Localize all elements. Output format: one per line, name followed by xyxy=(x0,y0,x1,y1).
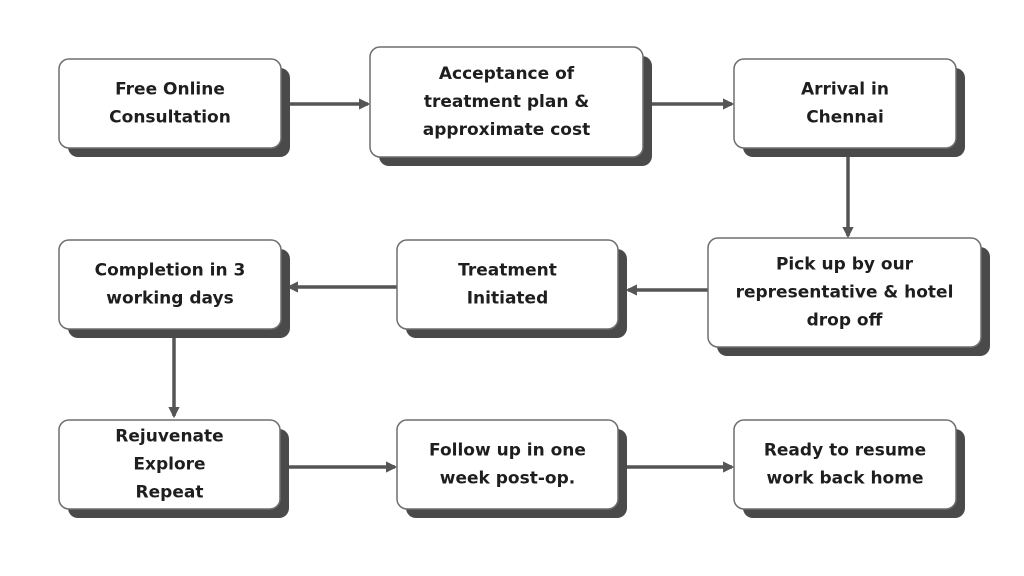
step-label-line: Explore xyxy=(133,455,205,475)
step-box xyxy=(58,419,281,510)
step-label-line: Treatment xyxy=(458,261,557,281)
step-label-line: week post-op. xyxy=(440,469,575,489)
step-label-line: Arrival in xyxy=(801,80,889,100)
step-label-line: representative & hotel xyxy=(736,283,954,303)
step-label-line: Pick up by our xyxy=(776,255,914,275)
step-arrival-in-chennai: Arrival in Chennai xyxy=(733,58,965,157)
step-label-line: Acceptance of xyxy=(439,64,575,84)
step-label-line: working days xyxy=(106,289,233,309)
step-label-line: approximate cost xyxy=(423,120,590,140)
step-label-line: Initiated xyxy=(467,289,549,309)
step-label-line: drop off xyxy=(807,311,883,331)
step-label-line: treatment plan & xyxy=(424,92,590,112)
step-box xyxy=(396,239,619,330)
step-box xyxy=(396,419,619,510)
step-label-line: Chennai xyxy=(806,108,884,128)
step-box xyxy=(58,239,282,330)
step-box xyxy=(58,58,282,149)
step-completion-in-3-working-days: Completion in 3 working days xyxy=(58,239,290,338)
step-label-line: work back home xyxy=(767,469,924,489)
step-ready-to-resume-work: Ready to resume work back home xyxy=(733,419,965,518)
step-label-line: Follow up in one xyxy=(429,441,586,461)
step-label-line: Ready to resume xyxy=(764,441,926,461)
step-label-line: Rejuvenate xyxy=(115,427,223,447)
step-box xyxy=(369,46,644,158)
step-label-line: Free Online xyxy=(115,80,225,100)
step-acceptance-of-treatment-plan: Acceptance of treatment plan & approximate… xyxy=(369,46,652,166)
step-box xyxy=(733,419,957,510)
step-label-line: Repeat xyxy=(136,483,204,503)
step-box xyxy=(707,237,982,348)
step-label-line: Consultation xyxy=(109,108,231,128)
connectors xyxy=(168,98,854,473)
step-box xyxy=(733,58,957,149)
step-follow-up-in-one-week: Follow up in one week post-op. xyxy=(396,419,627,518)
step-pick-up-by-representative: Pick up by our representative & hotel drop… xyxy=(707,237,990,356)
step-label-line: Completion in 3 xyxy=(95,261,246,281)
